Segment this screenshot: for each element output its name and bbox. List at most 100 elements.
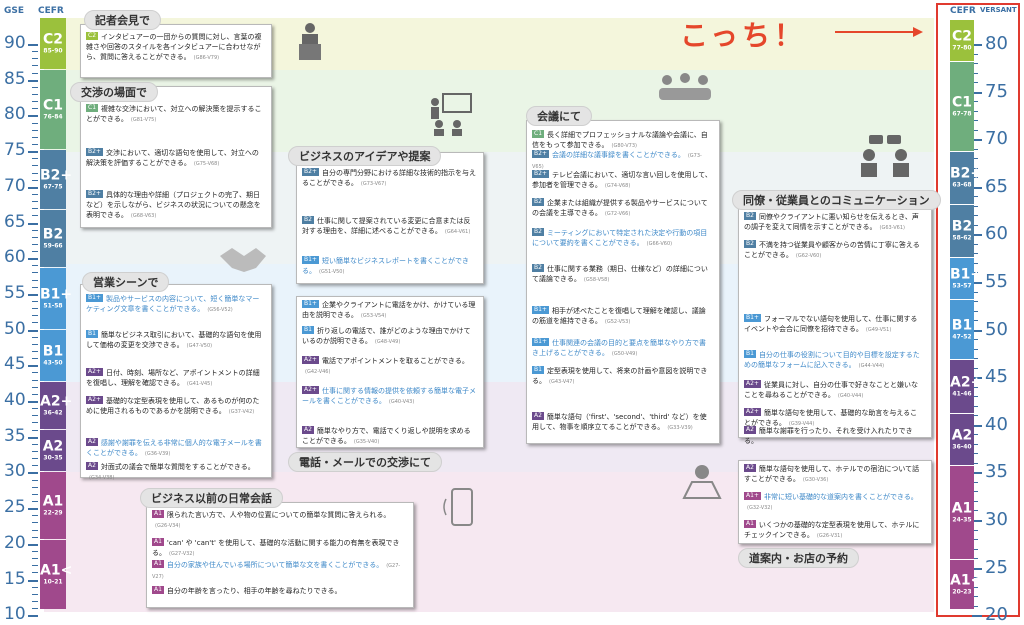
- can-do-text: いくつかの基礎的な定型表現を使用して、ホテルにチェックインできる。: [744, 521, 920, 539]
- can-do-text: 'can' や 'can't' を使用して、基礎的な活動に関する能力の有無を表現…: [152, 539, 400, 557]
- can-do-text: 日付、時刻、場所など、アポイントメントの詳細を復唱し、理解を確認できる。: [86, 369, 260, 387]
- cefr-left-level-range: 43-50: [43, 359, 63, 366]
- can-do-text: 自分の家族や住んでいる場所について簡単な文を書くことができる。: [166, 561, 384, 569]
- cefr-badge: B2+: [532, 150, 549, 158]
- versant-minor-tick: [972, 491, 978, 493]
- versant-minor-tick: [972, 224, 978, 226]
- cefr-right-level-range: 41-46: [952, 390, 972, 397]
- gse-tick: [28, 579, 38, 582]
- versant-header: VERSANT: [980, 6, 1017, 14]
- gse-versant-ref: (G47-V50): [186, 343, 213, 349]
- cefr-left-level-code: B2: [42, 226, 64, 242]
- gse-minor-tick: [32, 443, 38, 445]
- versant-minor-tick: [972, 320, 978, 322]
- gse-versant-ref: (G27-V27): [152, 563, 401, 580]
- gse-tick-label: 20: [4, 532, 26, 553]
- gse-minor-tick: [32, 308, 38, 310]
- gse-tick: [28, 44, 38, 46]
- can-do-entry: A2+電話でアポイントメントを取ることができる。(G42-V46): [302, 356, 476, 377]
- can-do-entry: B2+自分の専門分野における詳細な技術的指示を与えることができる。(G73-V6…: [302, 168, 476, 189]
- scenario-card: [526, 120, 720, 444]
- cefr-left-level-range: 51-58: [43, 302, 63, 309]
- scenario-card: [80, 284, 272, 478]
- versant-minor-tick: [972, 462, 978, 464]
- versant-minor-tick: [972, 63, 978, 65]
- cefr-left-level-inner: A2+36-42: [40, 393, 73, 417]
- gse-tick-label: 70: [4, 175, 26, 196]
- cefr-left-level-range: 85-90: [43, 47, 63, 54]
- cefr-badge: A1+: [744, 492, 761, 500]
- can-do-text: 企業または組織が提供する製品やサービスについての会議を主導できる。: [532, 199, 708, 217]
- map-pin-icon: [682, 465, 722, 499]
- gse-minor-tick: [32, 422, 38, 424]
- cefr-right-level-code: A1<: [950, 572, 983, 588]
- gse-versant-ref: (G48-V49): [374, 339, 401, 345]
- versant-minor-tick: [972, 72, 978, 74]
- annotation-text: こっち！: [680, 19, 807, 52]
- gse-minor-tick: [32, 236, 38, 238]
- cefr-right-level-inner: A1<20-23: [950, 572, 983, 596]
- versant-tick-label: 40: [985, 413, 1008, 435]
- cefr-right-level-range: 20-23: [952, 588, 972, 595]
- gse-minor-tick: [32, 600, 38, 602]
- can-do-entry: A2+簡単な語句を使用して、基礎的な助言を与えることができる。(G39-V44): [744, 408, 924, 429]
- cefr-left-level-code: C2: [42, 31, 63, 47]
- cefr-badge: B1+: [532, 306, 549, 314]
- cefr-badge: B2+: [302, 168, 319, 176]
- can-do-text: 自分の仕事の役割について目的や目標を設定するための簡単なフォームに記入できる。: [744, 351, 920, 369]
- versant-minor-tick: [972, 510, 978, 512]
- can-do-entry: B2+交渉において、適切な語句を使用して、対立への解決策を評価することができる。…: [86, 148, 264, 169]
- cefr-badge: A1: [152, 560, 164, 568]
- versant-minor-tick: [972, 481, 978, 483]
- cefr-right-level-range: 58-62: [952, 234, 972, 242]
- gse-versant-ref: (G63-V61): [879, 225, 905, 231]
- versant-minor-tick: [972, 129, 978, 131]
- cefr-right-level: A1<20-23: [950, 560, 983, 609]
- cefr-right-level: B1+53-57: [950, 258, 982, 299]
- can-do-text: 自分の年齢を言ったり、相手の年齢を尋ねたりできる。: [166, 587, 342, 595]
- gse-tick-label: 80: [4, 104, 26, 125]
- versant-minor-tick: [972, 548, 978, 550]
- scenario-card-title: 同僚・従業員とのコミュニケーション: [732, 190, 941, 210]
- cefr-left-level-range: 36-42: [43, 409, 63, 416]
- gse-versant-ref: (G30-V36): [802, 477, 829, 483]
- versant-minor-tick: [972, 577, 978, 579]
- can-do-text: ミーティングにおいて特定された決定や行動の項目について要約を書くことができる。: [532, 229, 708, 247]
- can-do-text: 交渉において、適切な語句を使用して、対立への解決策を評価することができる。: [86, 149, 259, 167]
- gse-tick-label: 50: [4, 318, 26, 339]
- gse-minor-tick: [32, 93, 38, 95]
- gse-minor-tick: [32, 536, 38, 538]
- can-do-text: インタビュアーの一団からの質問に対し、言葉の複雑さや回答のスタイルを各インタビュ…: [86, 33, 262, 61]
- versant-minor-tick: [972, 348, 978, 350]
- cefr-right-level-code: A2+: [950, 374, 983, 390]
- gse-tick-label: 40: [4, 390, 26, 410]
- versant-minor-tick: [972, 110, 978, 112]
- cefr-left-level-code: B2+: [40, 167, 73, 183]
- gse-minor-tick: [32, 343, 38, 345]
- versant-tick: [972, 282, 982, 284]
- scenario-card-title: 交渉の場面で: [70, 82, 158, 102]
- cefr-left-level-code: C1: [42, 97, 63, 113]
- versant-tick: [972, 520, 982, 522]
- gse-versant-ref: (G80-V73): [611, 143, 637, 149]
- gse-tick-label: 65: [4, 211, 26, 232]
- gse-minor-tick: [32, 529, 38, 531]
- cefr-left-level-code: A2+: [40, 393, 73, 409]
- gse-versant-ref: (G73-V67): [360, 181, 387, 187]
- cefr-badge: C1: [532, 130, 545, 138]
- cefr-badge: B1: [86, 330, 98, 338]
- scenario-card-title: 記者会見で: [84, 10, 161, 30]
- gse-tick-label: 75: [4, 140, 26, 161]
- can-do-text: 同僚やクライアントに悪い知らせを伝えるとき、声の調子を変えて同情を示すことができ…: [744, 213, 919, 231]
- versant-minor-tick: [972, 310, 978, 312]
- can-do-text: 不満を持つ従業員や顧客からの苦情に丁寧に答えることができる。: [744, 241, 920, 259]
- scenario-card-title: 営業シーンで: [82, 272, 170, 292]
- cefr-left-level: A1<10-21: [40, 540, 72, 609]
- gse-minor-tick: [32, 572, 38, 574]
